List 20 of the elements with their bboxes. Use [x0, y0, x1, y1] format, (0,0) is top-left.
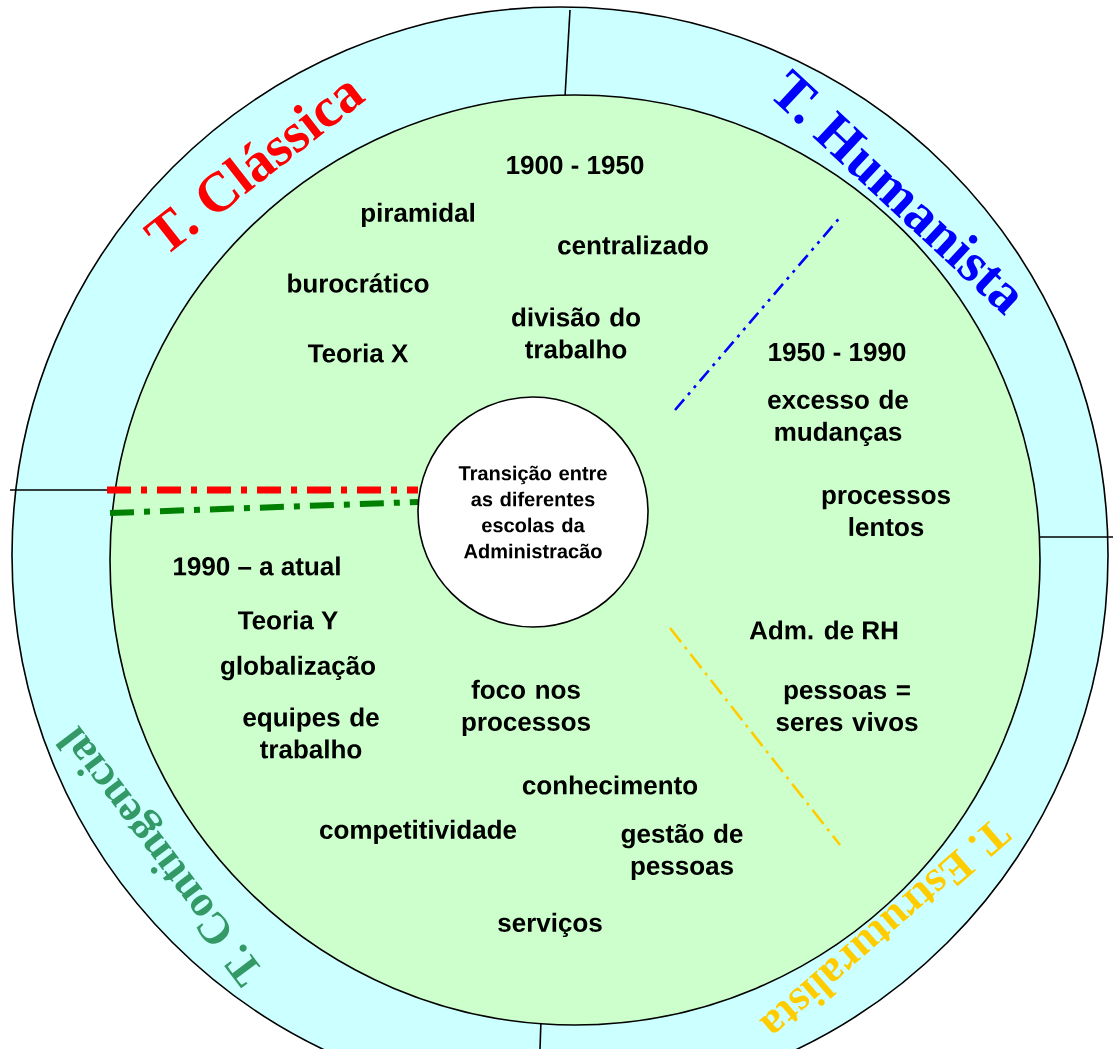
keyword: pessoas = seres vivos: [776, 684, 918, 732]
keyword: centralizado: [558, 235, 708, 255]
keyword: Teoria Y: [237, 610, 338, 630]
keyword: competitividade: [320, 819, 517, 845]
keyword: gestão de pessoas: [621, 823, 743, 881]
keyword: serviços: [498, 912, 602, 938]
keyword: burocrático: [288, 273, 429, 293]
keyword: equipes de trabalho: [243, 707, 379, 759]
keyword: excesso de mudanças: [768, 389, 908, 447]
keyword: 1950 - 1990: [769, 342, 906, 362]
keyword: 1990 – a atual: [174, 556, 340, 576]
keyword: Teoria X: [307, 343, 409, 363]
keyword: globalização: [221, 655, 375, 681]
keyword: divisão do trabalho: [512, 307, 640, 359]
keyword: 1900 - 1950: [507, 155, 644, 175]
keyword: processos lentos: [822, 489, 950, 537]
keyword: Adm. de RH: [749, 620, 898, 640]
center-text: Transição entre as diferentes escolas da Administracão: [458, 465, 607, 559]
keyword: conhecimento: [522, 775, 698, 795]
keyword: foco nos processos: [462, 679, 590, 737]
